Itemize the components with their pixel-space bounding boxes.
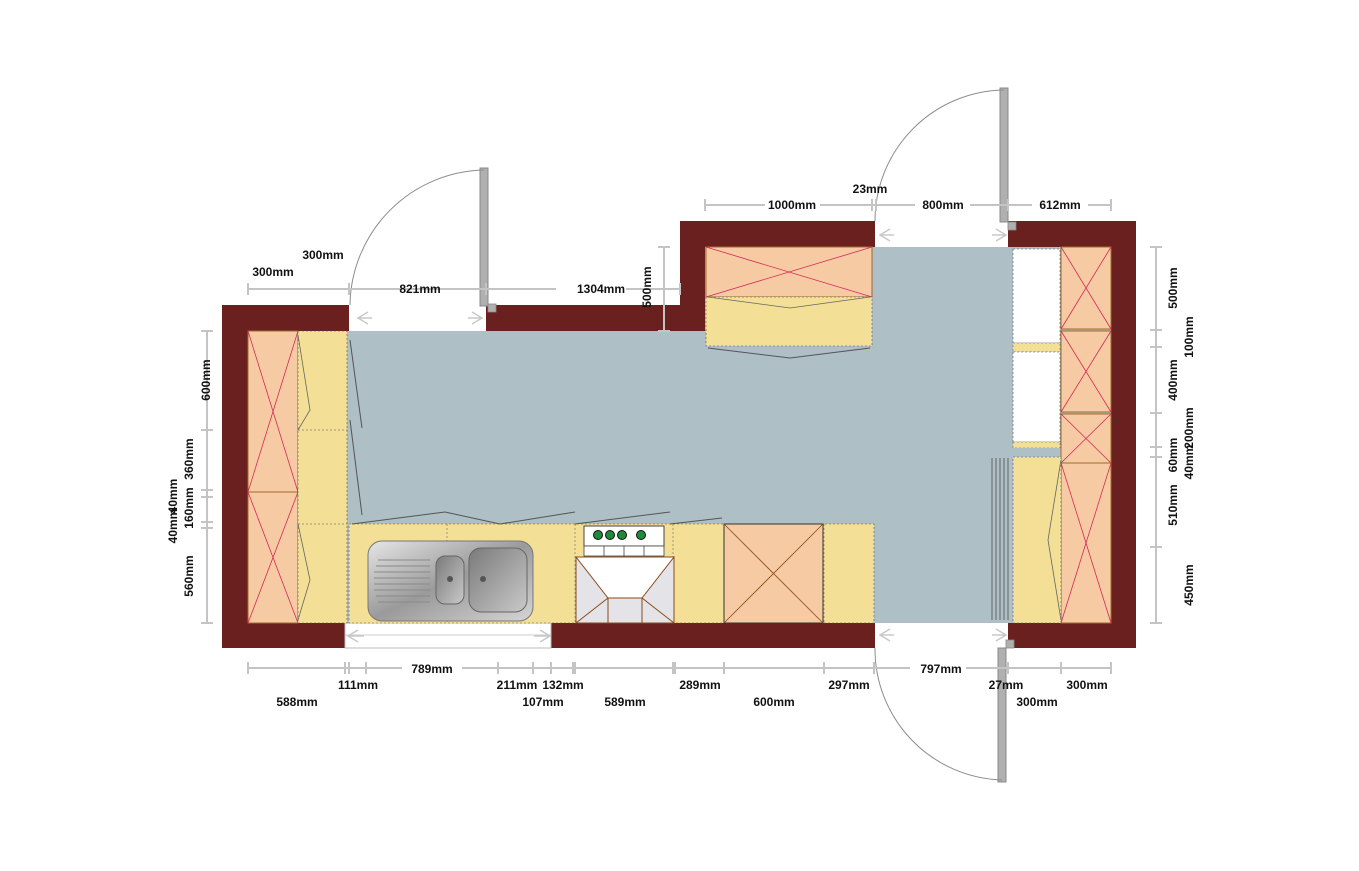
radiator [991, 458, 1009, 620]
cooker-hood [574, 556, 676, 624]
dim-label-297: 297mm [828, 678, 869, 692]
dimension-lines [201, 199, 1162, 674]
hob [583, 525, 665, 557]
dimension-labels-bottom: 588mm 111mm 789mm 211mm 132mm 107mm 589m… [276, 662, 1107, 709]
dim-label-589: 589mm [604, 695, 645, 709]
dim-label-300-upper: 300mm [302, 248, 343, 262]
top-cabinet-run [705, 246, 873, 359]
dim-label-289: 289mm [679, 678, 720, 692]
dim-label-alcove-500: 500mm [640, 266, 654, 307]
base-cabinet-top [705, 296, 873, 347]
opening-arrows [346, 228, 1008, 643]
dim-label-612: 612mm [1039, 198, 1080, 212]
door-openings [344, 221, 1008, 649]
dimension-labels-inner: 500mm [640, 266, 654, 307]
sink-main-bowl [468, 547, 528, 613]
bottom-cabinet-run [348, 511, 875, 624]
dimension-labels-left: 600mm 360mm 40mm 160mm 40mm 560mm [166, 359, 213, 596]
dim-label-132: 132mm [542, 678, 583, 692]
hob-burner-1 [593, 530, 603, 540]
dim-label-789: 789mm [411, 662, 452, 676]
dim-label-588: 588mm [276, 695, 317, 709]
dim-label-1304: 1304mm [577, 282, 625, 296]
door-swing-top-left [349, 169, 485, 306]
dim-label-111: 111mm [338, 678, 378, 692]
dim-label-right-510: 510mm [1166, 484, 1180, 525]
door-swing-top-right [874, 89, 1005, 222]
hob-burner-4 [636, 530, 646, 540]
dim-label-left-560: 560mm [182, 555, 196, 596]
dim-label-300-a: 300mm [1016, 695, 1057, 709]
right-cabinet-run [991, 246, 1112, 624]
dim-label-right-40: 40mm [1182, 445, 1196, 480]
base-cabinet-left [297, 330, 348, 624]
left-cabinet-run [247, 330, 363, 624]
dimension-labels-right: 500mm 100mm 400mm 200mm 60mm 40mm 510mm … [1166, 267, 1196, 605]
dim-label-right-450: 450mm [1182, 564, 1196, 605]
doors [349, 87, 1017, 783]
open-shelf-right-1 [1012, 248, 1061, 344]
dim-label-600: 600mm [753, 695, 794, 709]
dim-label-821: 821mm [399, 282, 440, 296]
hob-burner-2 [605, 530, 615, 540]
dim-label-27: 27mm [989, 678, 1024, 692]
door-leaf-bottom-right [997, 647, 1007, 783]
open-shelf-right-2 [1012, 351, 1061, 443]
dim-label-left-40-b: 40mm [166, 509, 180, 544]
dim-label-211: 211mm [497, 678, 538, 692]
dim-label-left-40-a: 40mm [166, 479, 180, 514]
dim-label-800: 800mm [922, 198, 963, 212]
hob-burner-3 [617, 530, 627, 540]
dim-label-23: 23mm [853, 182, 888, 196]
dim-label-797: 797mm [920, 662, 961, 676]
dim-label-right-200: 200mm [1182, 407, 1196, 448]
door-swing-bottom-right [874, 647, 1003, 781]
door-opening-top-right [875, 221, 1008, 247]
sink [367, 540, 534, 622]
dim-label-right-500: 500mm [1166, 267, 1180, 308]
dim-label-300-lower: 300mm [252, 265, 293, 279]
base-cabinet-right [1012, 456, 1062, 624]
dim-label-left-600: 600mm [199, 359, 213, 400]
dim-label-left-360: 360mm [182, 438, 196, 479]
door-leaf-top-left [479, 167, 489, 307]
dim-label-1000: 1000mm [768, 198, 816, 212]
dim-label-right-400: 400mm [1166, 359, 1180, 400]
dim-label-right-60: 60mm [1166, 438, 1180, 473]
door-leaf-top-right [999, 87, 1009, 223]
dim-label-107: 107mm [522, 695, 563, 709]
door-opening-bottom-right [875, 623, 1008, 648]
dim-label-left-160: 160mm [182, 487, 196, 528]
dim-label-300-b: 300mm [1066, 678, 1107, 692]
dim-label-right-100: 100mm [1182, 316, 1196, 357]
dimension-labels-top: 300mm 300mm 821mm 1304mm 1000mm 23mm 800… [252, 182, 1080, 296]
